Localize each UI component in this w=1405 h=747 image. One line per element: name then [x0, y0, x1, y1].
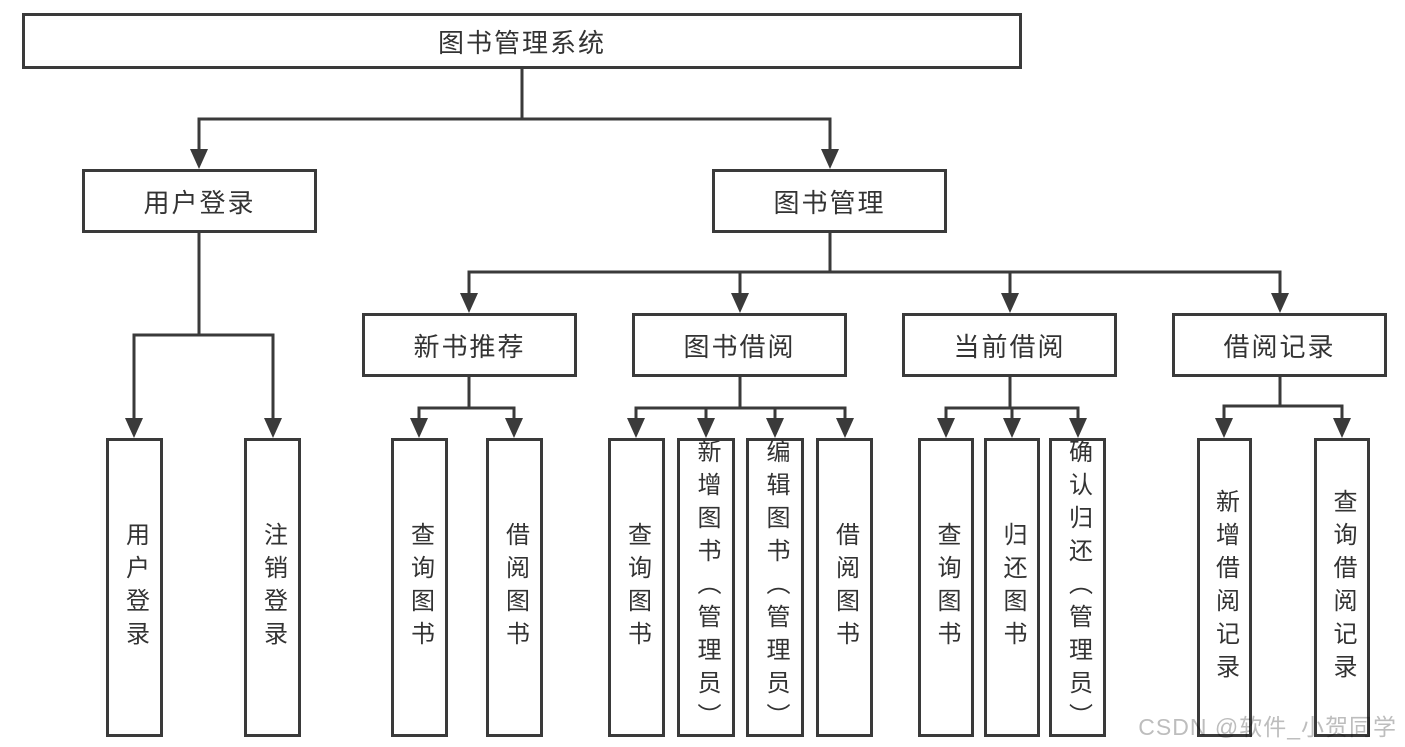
leaf-label: 查询图书 [406, 521, 434, 654]
arrow-down-icon [821, 149, 839, 169]
leaf-label: 新增图书（管理员） [693, 439, 720, 736]
leaf-label: 借阅图书 [501, 521, 529, 654]
arrow-down-icon [1215, 418, 1233, 438]
arrow-down-icon [505, 418, 523, 438]
node-borrowing-records: 借阅记录 [1172, 313, 1387, 377]
node-label: 当前借阅 [953, 331, 1066, 362]
arrow-down-icon [190, 149, 208, 169]
arrow-down-icon [460, 293, 478, 313]
arrow-down-icon [937, 418, 955, 438]
leaf-logout: 注销登录 [244, 438, 301, 737]
leaf-add-borrowing-record: 新增借阅记录 [1197, 438, 1252, 737]
leaf-label: 查询图书 [933, 521, 960, 654]
leaf-query-books-current: 查询图书 [918, 438, 974, 737]
arrow-down-icon [766, 418, 784, 438]
leaf-user-login: 用户登录 [106, 438, 163, 737]
node-label: 图书管理 [773, 187, 886, 218]
arrow-down-icon [1069, 418, 1087, 438]
leaf-borrow-books-recommend: 借阅图书 [486, 438, 543, 737]
node-label: 图书管理系统 [437, 27, 606, 58]
node-new-book-recommendation: 新书推荐 [362, 313, 577, 377]
connector-lines [132, 67, 1344, 422]
node-user-login: 用户登录 [82, 169, 317, 233]
node-current-borrowing: 当前借阅 [902, 313, 1117, 377]
leaf-label: 编辑图书（管理员） [762, 439, 789, 736]
node-library-management-system: 图书管理系统 [22, 13, 1022, 69]
leaf-edit-books-admin: 编辑图书（管理员） [746, 438, 804, 737]
leaf-add-books-admin: 新增图书（管理员） [677, 438, 735, 737]
leaf-label: 归还图书 [999, 521, 1026, 654]
leaf-label: 新增借阅记录 [1211, 488, 1239, 687]
leaf-label: 借阅图书 [831, 521, 859, 654]
leaf-label: 查询借阅记录 [1329, 488, 1356, 687]
leaf-confirm-return-admin: 确认归还（管理员） [1049, 438, 1106, 737]
leaf-query-books-borrow: 查询图书 [608, 438, 665, 737]
arrow-down-icon [1271, 293, 1289, 313]
node-label: 用户登录 [143, 187, 256, 218]
arrowheads [125, 149, 1351, 438]
arrow-down-icon [836, 418, 854, 438]
leaf-query-borrowing-record: 查询借阅记录 [1314, 438, 1370, 737]
leaf-label: 用户登录 [121, 521, 149, 654]
arrow-down-icon [1333, 418, 1351, 438]
arrow-down-icon [731, 293, 749, 313]
node-label: 借阅记录 [1223, 331, 1336, 362]
leaf-return-books: 归还图书 [984, 438, 1040, 737]
arrow-down-icon [125, 418, 143, 438]
leaf-borrow-books-borrow: 借阅图书 [816, 438, 873, 737]
arrow-down-icon [264, 418, 282, 438]
arrow-down-icon [627, 418, 645, 438]
csdn-watermark: CSDN @软件_小贺同学 [1138, 714, 1397, 740]
leaf-label: 查询图书 [623, 521, 651, 654]
arrow-down-icon [1001, 293, 1019, 313]
leaf-query-books-recommend: 查询图书 [391, 438, 448, 737]
leaf-label: 确认归还（管理员） [1064, 439, 1092, 736]
arrow-down-icon [697, 418, 715, 438]
arrow-down-icon [410, 418, 428, 438]
arrow-down-icon [1003, 418, 1021, 438]
node-label: 新书推荐 [413, 331, 526, 362]
node-book-management: 图书管理 [712, 169, 947, 233]
node-book-borrowing: 图书借阅 [632, 313, 847, 377]
node-label: 图书借阅 [683, 331, 796, 362]
leaf-label: 注销登录 [259, 521, 287, 654]
